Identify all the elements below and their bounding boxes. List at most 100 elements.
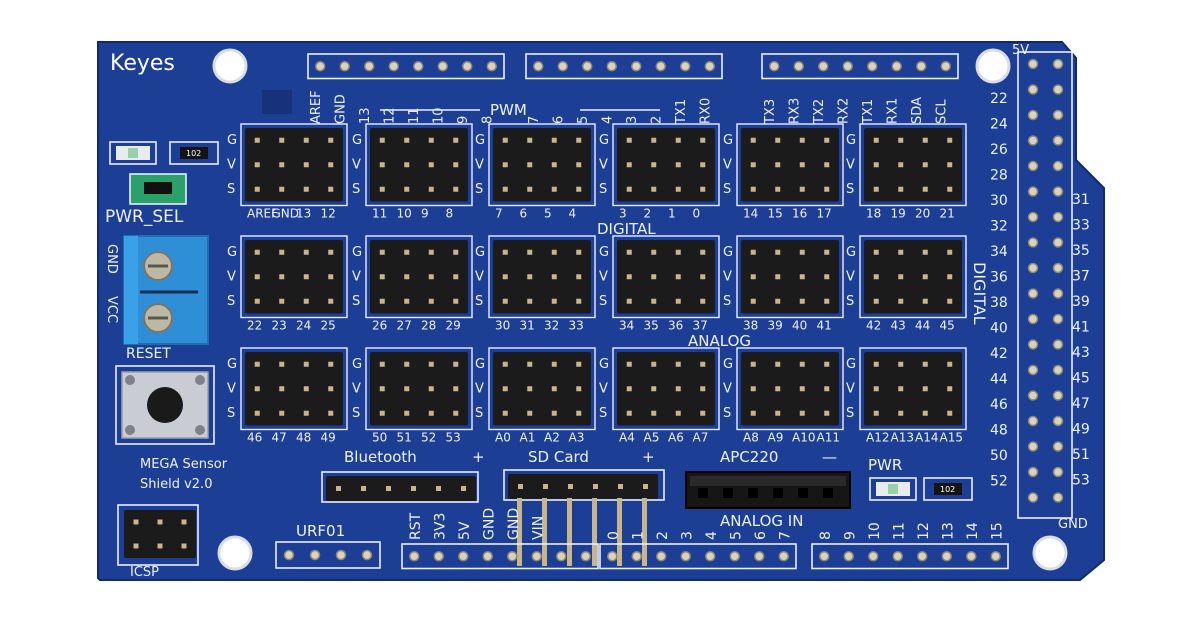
gvs-label: S bbox=[475, 406, 483, 421]
reset-button[interactable] bbox=[115, 365, 215, 445]
header-pin bbox=[379, 410, 385, 416]
header-pin bbox=[700, 410, 706, 416]
header-pin bbox=[436, 486, 441, 491]
header-pin bbox=[254, 298, 260, 304]
gvs-label: G bbox=[599, 357, 609, 372]
sensor-pin-block bbox=[493, 128, 591, 202]
side-right-number: 37 bbox=[1072, 269, 1090, 285]
side-pad bbox=[1052, 160, 1064, 172]
header-pin bbox=[279, 361, 285, 367]
side-pad bbox=[1027, 237, 1039, 248]
header-pin bbox=[576, 274, 582, 280]
header-pin bbox=[576, 386, 582, 392]
gvs-label: V bbox=[599, 158, 608, 173]
top-header-left-label: 12 bbox=[383, 107, 398, 124]
pin-number-label: 36 bbox=[668, 319, 683, 333]
digital-side-label: DIGITAL bbox=[970, 262, 989, 325]
pin-number-label: A14 bbox=[915, 431, 938, 445]
pad-hole bbox=[867, 61, 878, 72]
sensor-pin-block bbox=[741, 240, 839, 314]
top-header-mid-label: RX0 bbox=[699, 98, 714, 124]
header-pin bbox=[461, 486, 466, 491]
gvs-label: G bbox=[352, 357, 362, 372]
header-pin bbox=[626, 410, 632, 416]
top-header-left-label: 13 bbox=[358, 107, 373, 124]
header-pin bbox=[700, 137, 706, 143]
pad-hole bbox=[892, 551, 903, 562]
header-pin bbox=[947, 162, 953, 168]
pin-number-label: 2 bbox=[644, 207, 652, 221]
icsp-label: ICSP bbox=[130, 565, 159, 580]
pad-hole bbox=[606, 61, 617, 72]
side-right-number: 45 bbox=[1072, 371, 1090, 387]
header-pin bbox=[775, 249, 781, 255]
gvs-label: S bbox=[846, 182, 854, 197]
header-pin bbox=[700, 162, 706, 168]
header-pin bbox=[404, 298, 410, 304]
sensor-pin-block bbox=[864, 128, 962, 202]
header-pin bbox=[133, 543, 139, 549]
gvs-label: G bbox=[846, 245, 856, 260]
top-header-left bbox=[307, 53, 505, 80]
gvs-label: S bbox=[723, 294, 731, 309]
side-pad bbox=[1027, 441, 1039, 452]
header-pin bbox=[651, 186, 657, 192]
header-pin bbox=[750, 249, 756, 255]
bottom-analog-b-label: 8 bbox=[818, 531, 834, 540]
side-5v-label: 5V bbox=[1012, 43, 1029, 58]
bluetooth-pins bbox=[326, 476, 476, 501]
pwr-sel-label: PWR_SEL bbox=[105, 207, 184, 227]
pin-number-label: 31 bbox=[520, 319, 535, 333]
sd-card-leg bbox=[642, 498, 647, 566]
pad-hole bbox=[486, 61, 497, 72]
header-pin bbox=[404, 186, 410, 192]
urf01-header bbox=[275, 541, 381, 569]
header-pin bbox=[453, 298, 459, 304]
header-pin bbox=[799, 410, 805, 416]
gvs-label: S bbox=[599, 406, 607, 421]
pin-number-label: 35 bbox=[644, 319, 659, 333]
pad-hole bbox=[966, 551, 977, 562]
header-pin bbox=[404, 249, 410, 255]
gvs-label: G bbox=[227, 133, 237, 148]
pwm-label: PWM bbox=[490, 101, 527, 119]
header-pin bbox=[453, 410, 459, 416]
header-pin bbox=[651, 386, 657, 392]
pin-number-label: 28 bbox=[421, 319, 436, 333]
side-pad bbox=[1027, 313, 1039, 325]
bottom-analog-b-label: 15 bbox=[990, 522, 1006, 540]
header-pin bbox=[303, 162, 309, 168]
header-pin bbox=[527, 361, 533, 367]
header-pin bbox=[328, 410, 334, 416]
pad-hole bbox=[482, 551, 493, 562]
header-pin bbox=[947, 361, 953, 367]
bottom-analog-a-header bbox=[599, 543, 797, 570]
side-pad bbox=[1027, 58, 1039, 70]
header-pin bbox=[453, 137, 459, 143]
header-pin bbox=[675, 386, 681, 392]
gvs-label: S bbox=[846, 294, 854, 309]
digital-label: DIGITAL bbox=[597, 220, 656, 238]
bluetooth-plus: + bbox=[472, 448, 485, 466]
header-pin bbox=[254, 137, 260, 143]
gvs-label: S bbox=[599, 182, 607, 197]
socket-hole bbox=[823, 488, 833, 498]
apc220-socket bbox=[685, 471, 851, 509]
header-pin bbox=[618, 484, 623, 489]
block-outline bbox=[612, 235, 720, 319]
header-pin bbox=[279, 137, 285, 143]
top-header-right-label: TX3 bbox=[763, 99, 778, 125]
header-pin bbox=[750, 137, 756, 143]
header-pin bbox=[157, 519, 163, 525]
bottom-analog-a-label: 2 bbox=[655, 531, 671, 540]
pin-number-label: 44 bbox=[915, 319, 930, 333]
pin-number-label: 13 bbox=[296, 207, 311, 221]
pad-hole bbox=[339, 61, 350, 72]
pin-number-label: 18 bbox=[866, 207, 881, 221]
header-pin bbox=[428, 186, 434, 192]
pad-hole bbox=[917, 551, 928, 562]
power-select-jumper[interactable] bbox=[129, 173, 187, 205]
mount-hole-bottom-right bbox=[1032, 535, 1068, 571]
header-pin bbox=[700, 361, 706, 367]
side-right-number: 31 bbox=[1072, 192, 1090, 208]
